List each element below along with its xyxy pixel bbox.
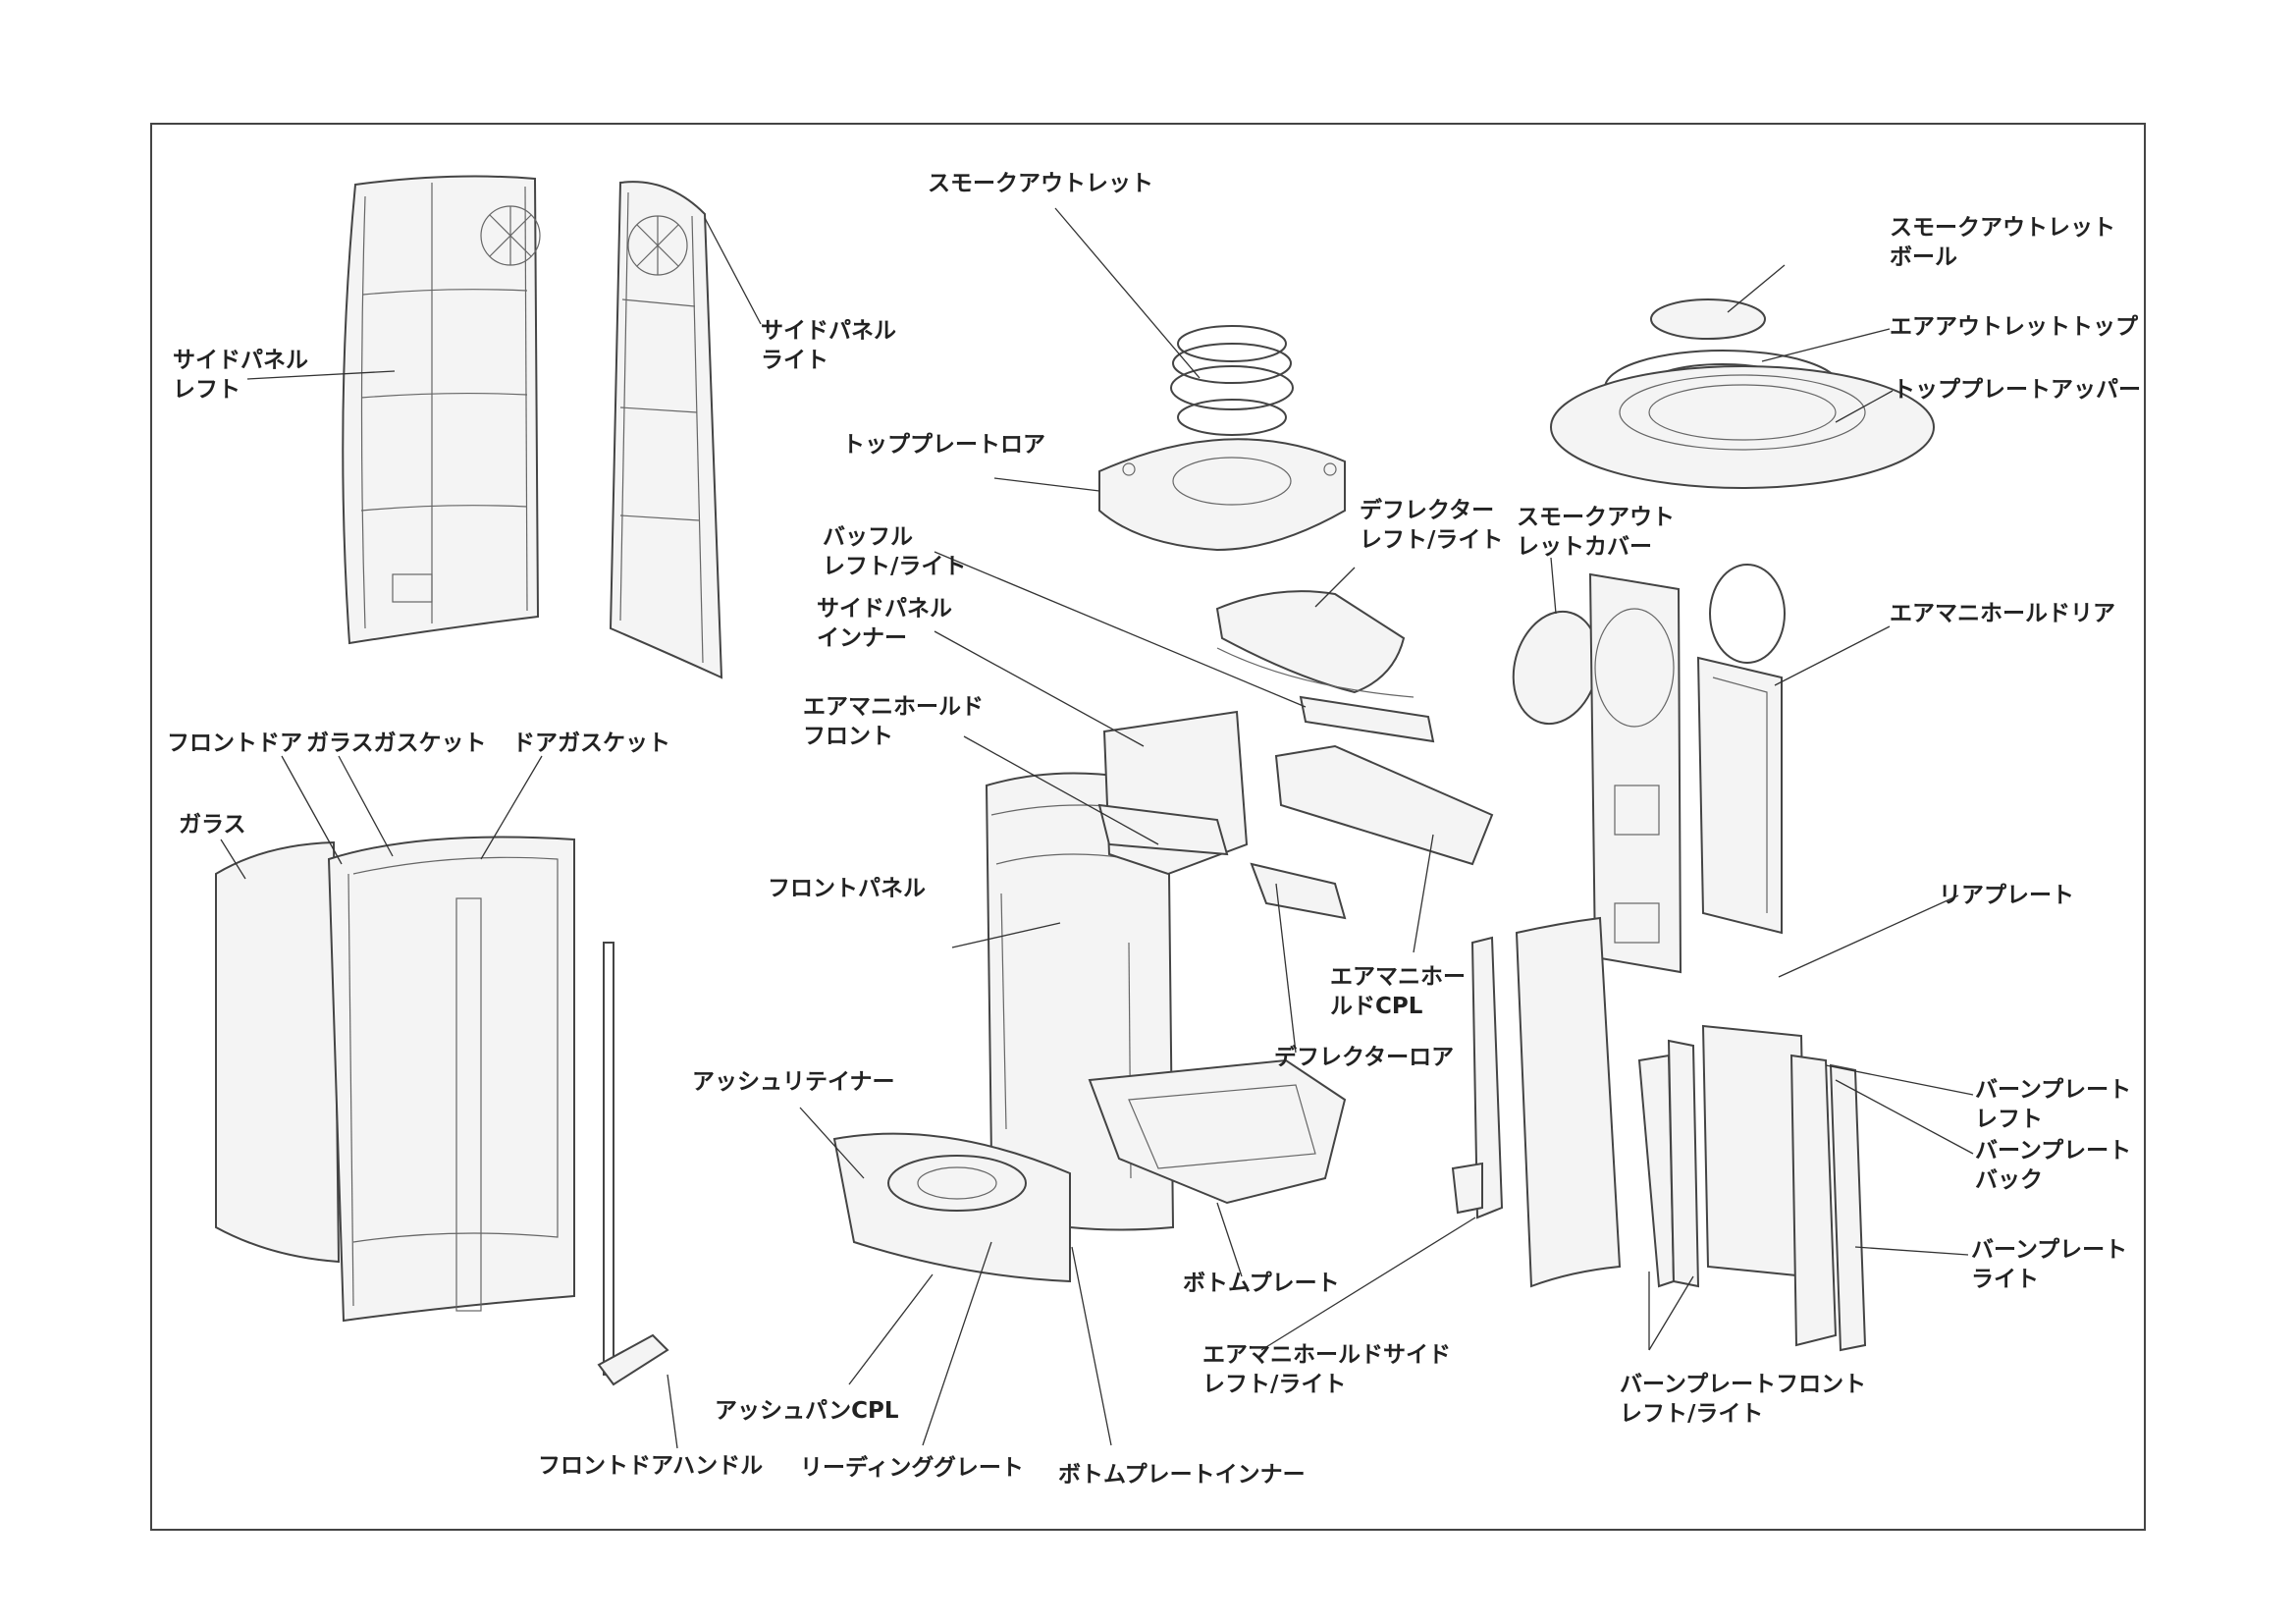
label-side-panel-right: サイドパネルライト xyxy=(761,318,896,373)
baffle-part xyxy=(1299,695,1435,743)
diagram-frame xyxy=(150,123,2146,1531)
top-plate-upper-part xyxy=(1550,365,1935,489)
label-top-plate-upper: トッププレートアッパー xyxy=(1893,377,2141,403)
front-door-handle-part xyxy=(597,942,669,1386)
leader-lines xyxy=(220,207,1974,1449)
label-side-panel-left: サイドパネルレフト xyxy=(173,348,308,403)
label-smoke-outlet-cover: スモークアウトレットカバー xyxy=(1517,505,1675,560)
air-manifold-side-part xyxy=(1451,936,1504,1219)
label-side-panel-inner: サイドパネルインナー xyxy=(817,596,952,651)
label-top-plate-lower: トッププレートロア xyxy=(842,432,1045,458)
burn-plate-assembly xyxy=(1515,916,1867,1352)
air-manifold-cpl-part xyxy=(1274,744,1494,866)
label-air-manifold-cpl: エアマニホールドCPL xyxy=(1330,964,1466,1019)
deflector-lower-part xyxy=(1250,862,1347,920)
rear-plate-part xyxy=(1588,572,1682,974)
top-plate-lower-part xyxy=(1098,438,1346,552)
label-glass: ガラス xyxy=(179,812,246,838)
ash-pan-part xyxy=(887,1155,1027,1212)
air-manifold-rear-part xyxy=(1696,564,1786,935)
label-front-panel: フロントパネル xyxy=(768,876,926,901)
label-ash-retainer: アッシュリテイナー xyxy=(692,1069,895,1095)
label-door-gasket: ドアガスケット xyxy=(512,731,670,756)
air-manifold-front-part xyxy=(1097,803,1229,856)
label-front-door-handle: フロントドアハンドル xyxy=(538,1453,764,1479)
label-air-manifold-front: エアマニホールドフロント xyxy=(803,694,984,749)
side-panel-left-part xyxy=(342,175,541,645)
label-air-outlet-top: エアアウトレットトップ xyxy=(1890,314,2138,340)
label-glass-gasket: ガラスガスケット xyxy=(306,731,487,756)
label-leading-grate: リーディンググレート xyxy=(800,1455,1024,1481)
label-baffle: バッフルレフト/ライト xyxy=(823,524,967,579)
label-air-manifold-rear: エアマニホールドリア xyxy=(1890,601,2115,626)
label-bottom-plate-inner: ボトムプレートインナー xyxy=(1058,1462,1306,1488)
bottom-plate-part xyxy=(1088,1058,1347,1205)
label-air-manifold-side: エアマニホールドサイドレフト/ライト xyxy=(1202,1342,1451,1397)
smoke-outlet-part xyxy=(1170,325,1294,436)
label-bottom-plate: ボトムプレート xyxy=(1183,1271,1340,1296)
label-smoke-outlet: スモークアウトレット xyxy=(928,171,1153,196)
smoke-outlet-ball-part xyxy=(1650,298,1766,340)
label-deflector-lower: デフレクターロア xyxy=(1274,1045,1455,1070)
front-door-part xyxy=(327,836,575,1323)
ash-retainer-part xyxy=(832,1132,1071,1283)
side-panel-right-part xyxy=(609,181,723,679)
label-burn-plate-front: バーンプレートフロントレフト/ライト xyxy=(1620,1372,1867,1427)
label-burn-plate-back: バーンプレートバック xyxy=(1975,1138,2132,1193)
label-burn-plate-left: バーンプレートレフト xyxy=(1975,1077,2132,1132)
label-deflector: デフレクターレフト/ライト xyxy=(1360,498,1504,553)
label-front-door: フロントドア xyxy=(167,731,302,756)
label-rear-plate: リアプレート xyxy=(1939,883,2074,908)
label-ash-pan-cpl: アッシュパンCPL xyxy=(715,1398,899,1424)
label-smoke-outlet-ball: スモークアウトレットボール xyxy=(1890,215,2115,270)
deflector-part xyxy=(1215,590,1415,698)
label-burn-plate-right: バーンプレートライト xyxy=(1971,1237,2128,1292)
glass-part xyxy=(215,840,341,1264)
